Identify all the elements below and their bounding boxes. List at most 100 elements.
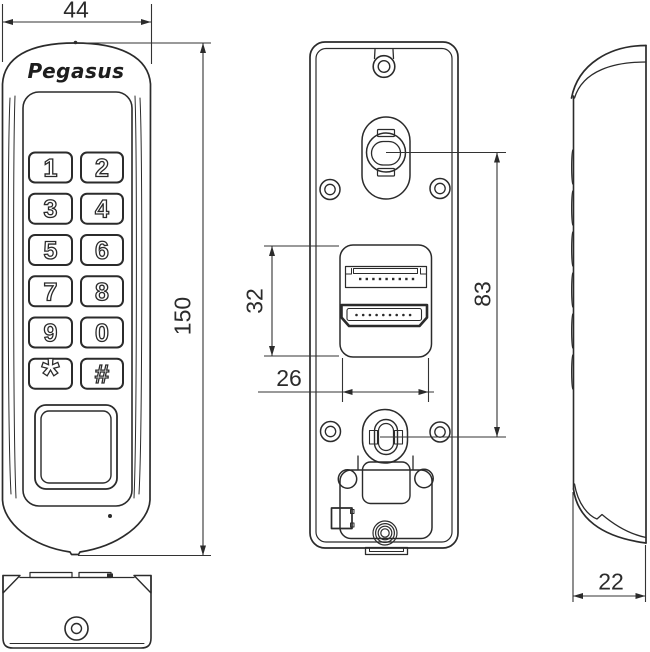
right-side-contour — [133, 95, 143, 499]
side-bottom-inner — [573, 483, 647, 539]
bottom-right-ear — [133, 574, 152, 594]
key-label: 7 — [44, 278, 58, 306]
top-screw-hole-inner — [377, 60, 391, 74]
brand-logo: Pegasus — [27, 59, 124, 83]
top-screw-bracket — [373, 48, 395, 60]
screw-hole-inner — [434, 182, 446, 195]
front-view: Pegasus 1 2 3 4 5 6 7 8 9 0 * — [1, 40, 152, 556]
bracket-strip — [357, 455, 414, 471]
side-top-inner — [573, 61, 647, 99]
side-view — [570, 44, 647, 544]
dim-connector-height-label: 32 — [242, 288, 268, 314]
lower-hole-tab — [368, 429, 379, 445]
screw-hole — [319, 420, 342, 443]
dim-width-label: 44 — [63, 0, 89, 23]
bracket-bump — [337, 469, 358, 489]
dim-height: 150 — [78, 42, 211, 557]
upper-hole-tab — [376, 167, 396, 177]
key-label: 4 — [95, 196, 109, 224]
bottom-view — [2, 571, 152, 649]
keypad-key — [80, 234, 124, 266]
top-center-mark — [73, 40, 78, 45]
mounting-bracket — [339, 469, 433, 540]
back-plate-outline — [309, 41, 459, 549]
pin-header-bar — [353, 268, 418, 274]
switch-notch — [350, 509, 355, 514]
keypad: 1 2 3 4 5 6 7 8 9 0 * # — [28, 151, 124, 401]
connector-block — [339, 244, 433, 358]
key-label: 5 — [44, 237, 58, 265]
dim-height-label: 150 — [170, 297, 196, 335]
switch-notch — [350, 522, 355, 528]
keypad-key — [28, 357, 73, 390]
socket-pins — [355, 313, 412, 317]
keypad-key — [80, 316, 124, 349]
screw-hole-inner — [434, 426, 446, 438]
left-side-contour — [7, 95, 17, 499]
dim-width: 44 — [1, 0, 153, 64]
keypad-key — [28, 316, 73, 349]
dim-connector-width-label: 26 — [276, 365, 302, 391]
bottom-notch — [107, 573, 113, 578]
card-reader-window — [34, 404, 118, 490]
pin-header-pins — [359, 277, 415, 281]
side-bottom-outer — [572, 488, 647, 544]
keypad-key — [80, 275, 124, 308]
lower-wire-hole — [361, 408, 409, 464]
key-label: 1 — [44, 155, 58, 183]
key-label: 3 — [44, 196, 58, 224]
upper-wire-hole-slot — [370, 140, 402, 166]
bottom-left-ear — [2, 574, 21, 594]
dim-hole-spacing: 83 — [380, 151, 506, 438]
key-label: 2 — [95, 155, 109, 183]
socket-body — [340, 303, 429, 328]
bottom-body-outline — [2, 574, 152, 649]
bottom-tab — [29, 571, 73, 579]
socket-opening — [346, 307, 423, 322]
keypad-key — [80, 357, 124, 390]
screw-hole — [429, 421, 451, 443]
dim-depth-label: 22 — [598, 569, 624, 595]
bottom-screw-hole-inner — [70, 622, 83, 635]
bottom-tab — [78, 571, 112, 579]
key-label: 0 — [95, 320, 109, 348]
dim-connector-height: 32 — [242, 245, 339, 357]
key-label: 6 — [95, 237, 109, 265]
screw-hole — [319, 178, 341, 201]
card-reader-window-inner — [40, 410, 112, 484]
socket-connector — [340, 303, 429, 328]
side-top-outer — [570, 44, 647, 99]
pin-header-tabs — [345, 268, 427, 275]
keypad-key — [28, 234, 73, 266]
dim-hole-spacing-label: 83 — [470, 281, 496, 307]
key-label: 8 — [95, 278, 109, 306]
keypad-key — [28, 275, 73, 308]
back-bottom-tab-inner — [369, 547, 404, 552]
key-label-star: * — [42, 349, 60, 401]
bracket-bump — [414, 468, 434, 489]
keypad-key — [80, 151, 124, 184]
upper-wire-hole — [361, 116, 411, 200]
pin-header-body — [344, 265, 428, 289]
key-label-hash: # — [95, 359, 110, 389]
back-view — [309, 41, 459, 556]
screw-hole-inner — [324, 425, 337, 438]
top-screw-hole — [372, 54, 396, 79]
keypad-key — [28, 151, 73, 184]
screw-hole — [429, 177, 451, 200]
dim-depth: 22 — [572, 492, 647, 602]
side-key-bumps — [571, 149, 574, 390]
keypad-key — [28, 192, 73, 225]
keypad-panel — [22, 91, 133, 507]
keypad-key — [80, 192, 124, 225]
led-indicator — [108, 514, 112, 518]
bottom-screw-hole — [64, 616, 89, 641]
dim-connector-width: 26 — [258, 358, 434, 402]
upper-hole-tab — [376, 128, 396, 138]
screw-hole-inner — [324, 183, 336, 196]
front-case-outline — [1, 42, 152, 556]
switch-component — [330, 507, 353, 530]
pin-header-connector — [344, 265, 428, 289]
bracket-inner-plate — [361, 461, 411, 505]
